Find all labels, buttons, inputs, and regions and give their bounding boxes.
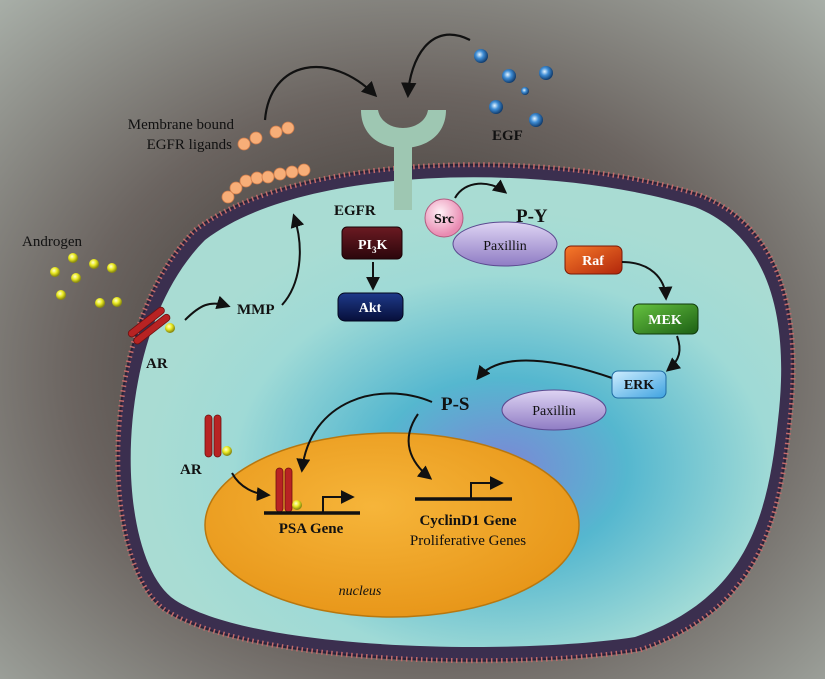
arrow-ps-to-psa xyxy=(296,392,433,473)
membrane-ligand xyxy=(261,170,275,184)
egf-molecule xyxy=(489,100,503,114)
membrane-ligand xyxy=(269,125,283,139)
mek-box xyxy=(632,303,699,335)
nucleus-label: nucleus xyxy=(339,584,382,599)
arrow-ps-to-cyclin xyxy=(407,413,433,480)
psa-ar-bar xyxy=(284,467,293,513)
arrow-ar-to-psa xyxy=(231,472,271,502)
ps-label: P-S xyxy=(441,394,470,415)
paxillin-bottom xyxy=(501,389,607,431)
egfr-receptor xyxy=(361,110,446,210)
erk-label: ERK xyxy=(624,378,654,393)
ar-membrane-receptor xyxy=(127,306,171,345)
ar-cytoplasm-bar xyxy=(204,414,213,458)
egfr-label: EGFR xyxy=(334,203,376,219)
psa-gene-label: PSA Gene xyxy=(279,521,344,537)
androgen-molecule xyxy=(50,267,60,277)
androgen-molecule xyxy=(71,273,81,283)
egfr-receptor-stem xyxy=(394,145,412,210)
androgen-molecule xyxy=(107,263,117,273)
androgen-bound xyxy=(222,446,232,456)
egf-molecule xyxy=(539,66,553,80)
arrow-mmp-to-ligand xyxy=(281,213,305,306)
psa-ar-bar xyxy=(275,467,284,513)
arrow-erk-to-ps xyxy=(476,359,613,381)
cyclin-promoter-arrow xyxy=(470,476,504,499)
egf-label: EGF xyxy=(492,128,523,144)
membrane-ligands xyxy=(221,121,311,204)
paxillin-top-label: Paxillin xyxy=(483,239,527,254)
membrane-ligand xyxy=(237,137,251,151)
androgen-bound xyxy=(292,500,302,510)
egf-molecule xyxy=(529,113,543,127)
ar-cytoplasm-label: AR xyxy=(180,462,202,478)
androgen-molecules xyxy=(50,253,122,308)
egfr-receptor-head xyxy=(361,110,446,148)
membrane-ligand xyxy=(249,131,263,145)
akt-box xyxy=(337,292,404,322)
egf-molecule xyxy=(502,69,516,83)
akt-label: Akt xyxy=(359,301,382,316)
proliferative-genes-label: Proliferative Genes xyxy=(410,533,526,549)
pi3k-label: PI3K xyxy=(358,238,388,255)
src-circle xyxy=(424,198,464,238)
mmp-label: MMP xyxy=(237,302,274,318)
pi3k-box xyxy=(341,226,403,260)
arrow-mek-to-erk xyxy=(665,335,682,372)
membrane-ligand xyxy=(229,181,243,195)
androgen-bound xyxy=(165,323,175,333)
nucleus xyxy=(204,432,580,618)
paxillin-bottom-label: Paxillin xyxy=(532,404,576,419)
membrane-ligand xyxy=(239,174,253,188)
arrow-egf-to-egfr xyxy=(401,33,471,99)
py-label: P-Y xyxy=(516,206,548,227)
ar-receptor-bar xyxy=(127,306,165,338)
membrane-ligand xyxy=(221,190,235,204)
raf-box xyxy=(564,245,623,275)
ar-receptor-bar xyxy=(133,313,171,345)
ar-membrane-label: AR xyxy=(146,356,168,372)
androgen-molecule xyxy=(68,253,78,263)
membrane-ligand xyxy=(273,167,287,181)
membrane-ligand xyxy=(250,171,264,185)
cell-membrane-dots xyxy=(115,162,796,664)
arrow-ligand-to-egfr xyxy=(263,65,378,121)
psa-promoter-arrow xyxy=(322,490,355,513)
membrane-ligand xyxy=(297,163,311,177)
ar-cytoplasm-bar xyxy=(213,414,222,458)
androgen-label: Androgen xyxy=(22,234,82,250)
egf-molecule xyxy=(474,49,488,63)
membrane-ligand-label-line1: Membrane bound xyxy=(128,117,235,133)
androgen-molecule xyxy=(56,290,66,300)
androgen-molecule xyxy=(95,298,105,308)
arrow-raf-to-mek xyxy=(621,261,673,301)
egf-molecule xyxy=(521,87,529,95)
membrane-ligand-label-line2: EGFR ligands xyxy=(147,137,233,153)
erk-box xyxy=(611,370,667,399)
src-label: Src xyxy=(434,212,454,227)
androgen-molecule xyxy=(112,297,122,307)
raf-label: Raf xyxy=(582,254,604,269)
paxillin-top xyxy=(452,221,558,267)
membrane-ligand xyxy=(281,121,295,135)
egf-molecules xyxy=(474,49,553,127)
androgen-molecule xyxy=(89,259,99,269)
cyclin-gene-label: CyclinD1 Gene xyxy=(419,513,516,529)
mek-label: MEK xyxy=(648,313,682,328)
arrow-ar-to-mmp xyxy=(184,295,231,321)
membrane-ligand xyxy=(285,165,299,179)
arrow-src-to-py xyxy=(454,179,508,199)
